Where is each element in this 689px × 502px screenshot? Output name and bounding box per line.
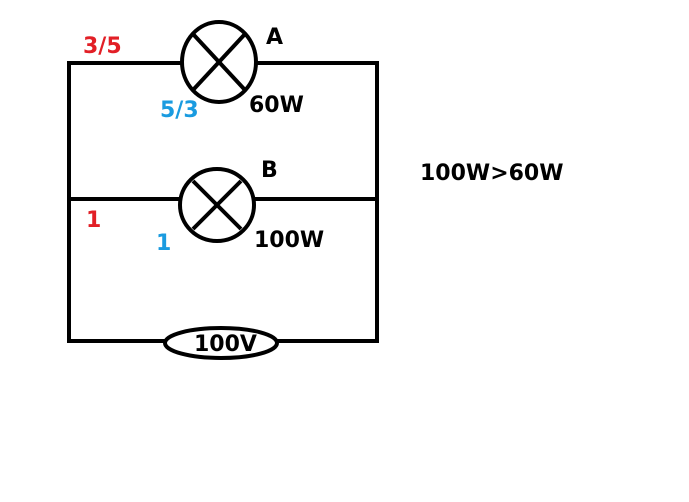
lamp-a-label: A [266,25,283,50]
lamp-a-power: 60W [249,93,304,118]
source-voltage: 100V [194,332,257,357]
lamp-b-red-value: 1 [86,208,101,233]
lamp-a [180,20,258,104]
lamp-b [178,167,256,243]
comparison-text: 100W>60W [420,161,564,186]
lamp-b-label: B [261,158,278,183]
lamp-b-blue-value: 1 [156,231,171,256]
lamp-a-red-value: 3/5 [83,34,122,59]
lamp-a-blue-value: 5/3 [160,98,199,123]
voltage-source [163,326,279,360]
lamp-b-power: 100W [254,228,324,253]
